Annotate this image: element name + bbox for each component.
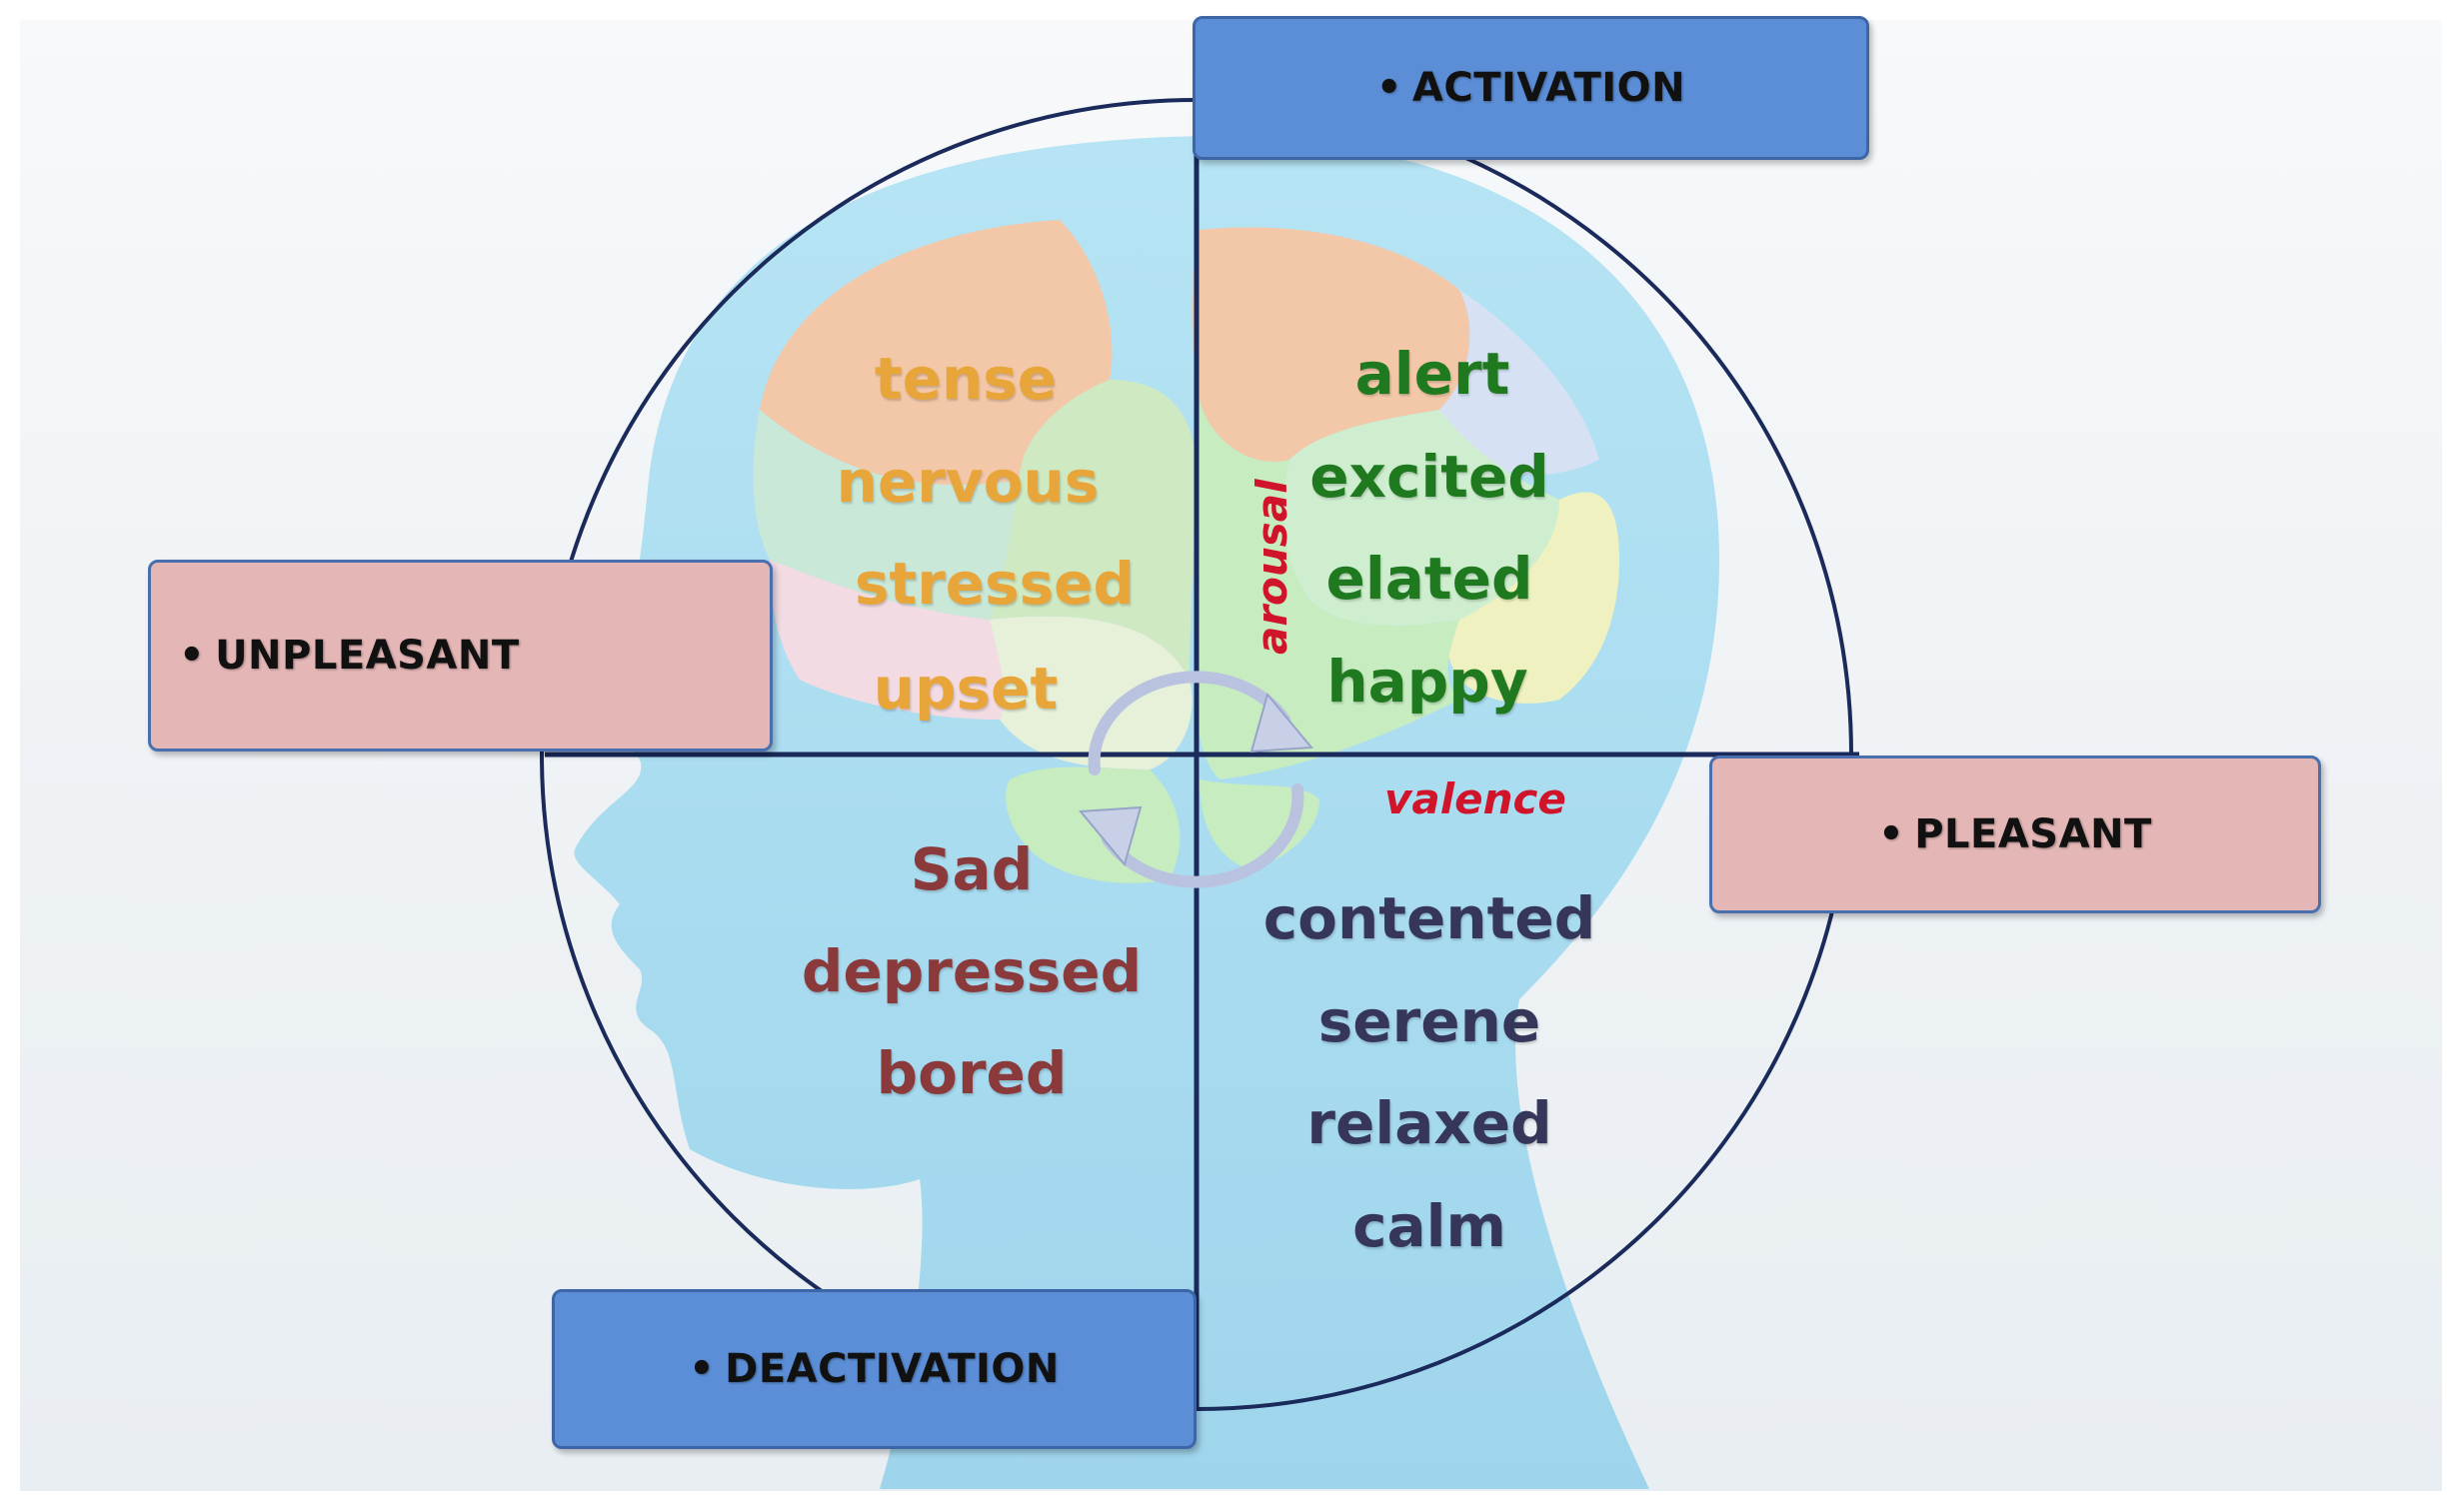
bullet: • <box>1375 65 1402 111</box>
activation-box: • ACTIVATION <box>1193 16 1869 160</box>
quadrant-word-tense: tense <box>874 345 1058 413</box>
cycle-arrows-icon <box>1088 671 1304 888</box>
quadrant-word-excited: excited <box>1309 443 1549 511</box>
bullet: • <box>689 1346 716 1392</box>
unpleasant-label: UNPLEASANT <box>215 633 520 679</box>
deactivation-label: DEACTIVATION <box>725 1346 1060 1392</box>
quadrant-word-serene: serene <box>1317 987 1541 1055</box>
deactivation-box: • DEACTIVATION <box>552 1289 1197 1449</box>
quadrant-word-happy: happy <box>1326 648 1528 716</box>
valence-label: valence <box>1384 774 1566 823</box>
bullet: • <box>1878 811 1905 857</box>
quadrant-word-alert: alert <box>1354 340 1510 408</box>
pleasant-box: • PLEASANT <box>1709 756 2321 913</box>
pleasant-label: PLEASANT <box>1914 811 2152 857</box>
cycle-arrow-head-left <box>1078 805 1143 867</box>
cycle-arrow-head-right <box>1249 692 1314 754</box>
quadrant-word-nervous: nervous <box>836 448 1100 516</box>
quadrant-word-depressed: depressed <box>801 937 1143 1005</box>
unpleasant-box: • UNPLEASANT <box>148 560 773 752</box>
quadrant-word-contented: contented <box>1262 884 1596 952</box>
quadrant-word-bored: bored <box>876 1039 1068 1107</box>
quadrant-word-relaxed: relaxed <box>1306 1089 1552 1157</box>
quadrant-word-upset: upset <box>873 655 1059 723</box>
arousal-label: arousal <box>1247 479 1296 655</box>
bullet: • <box>179 633 206 679</box>
quadrant-word-calm: calm <box>1352 1192 1506 1260</box>
quadrant-word-sad: Sad <box>910 835 1034 903</box>
quadrant-word-stressed: stressed <box>854 550 1136 618</box>
activation-label: ACTIVATION <box>1411 65 1686 111</box>
quadrant-word-elated: elated <box>1325 545 1533 613</box>
